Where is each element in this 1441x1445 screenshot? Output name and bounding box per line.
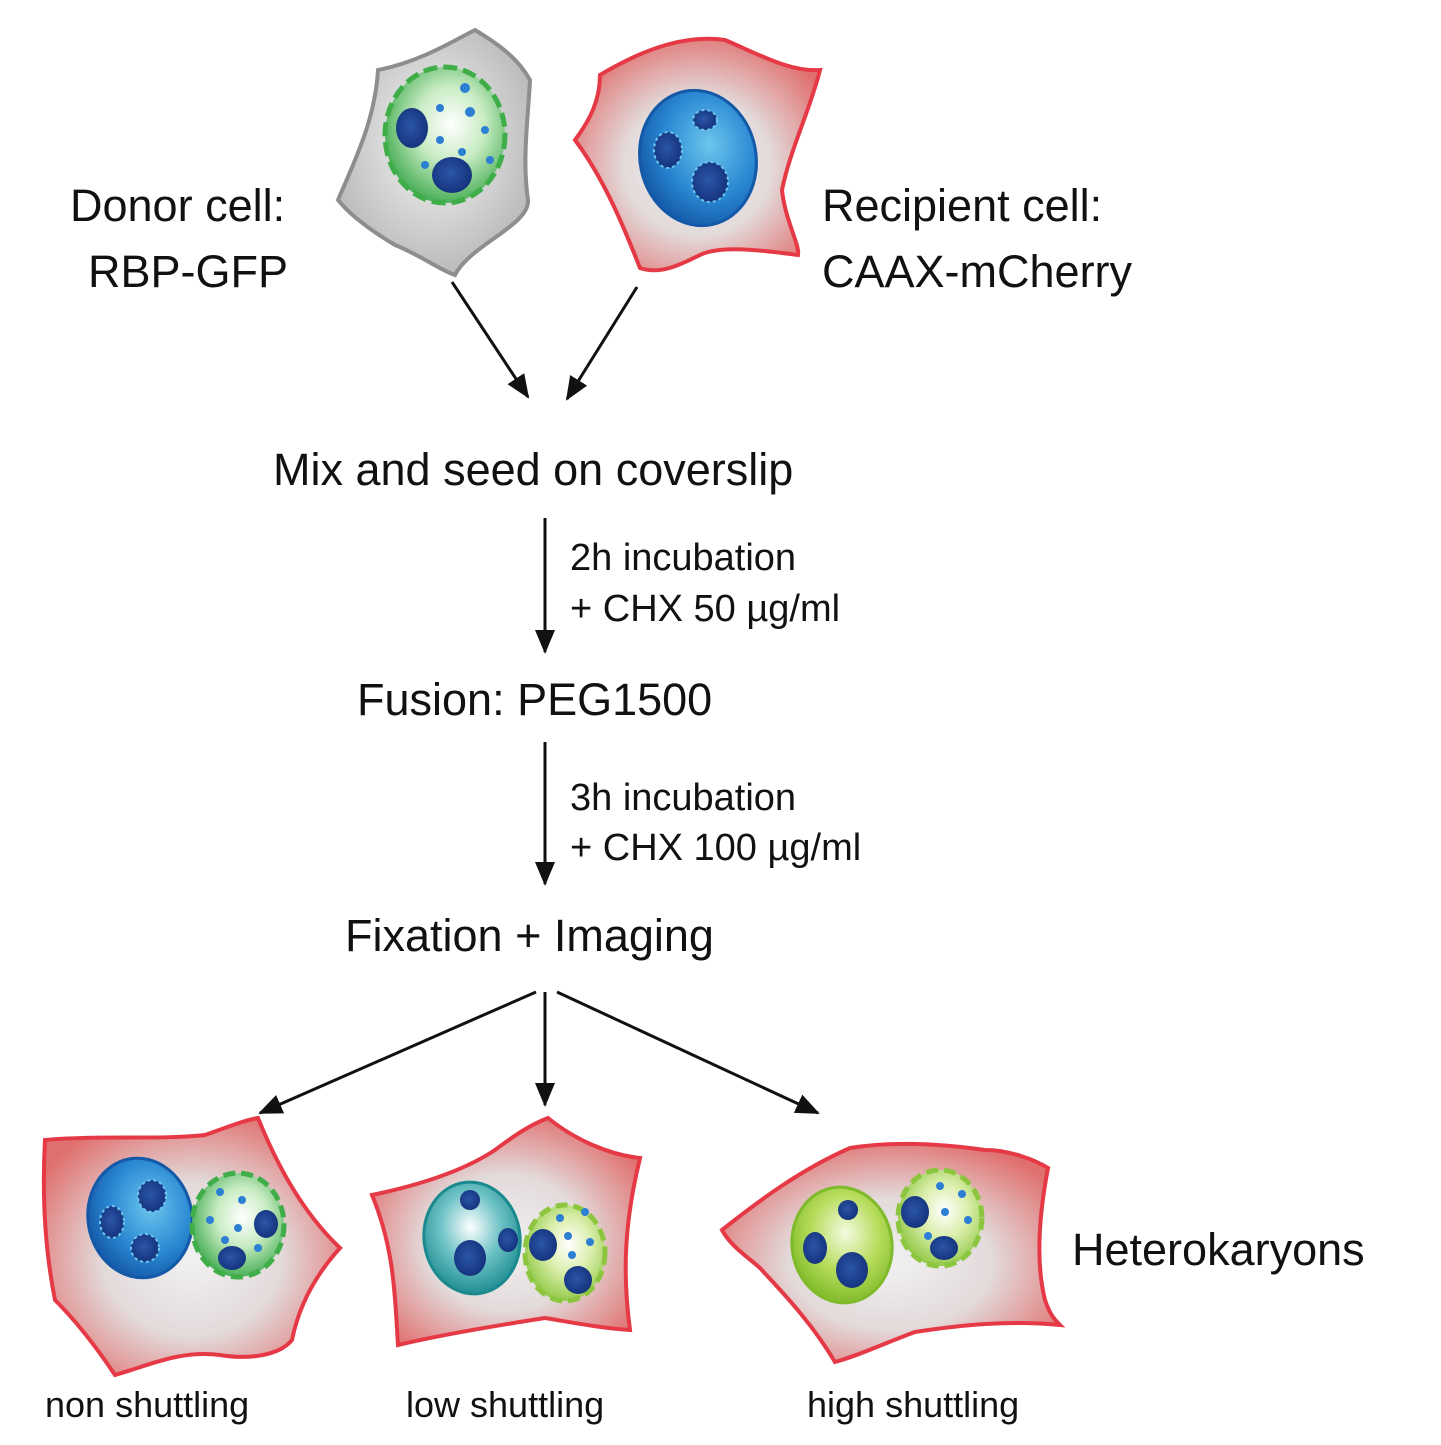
heterokaryon-non-shuttling (41, 1115, 343, 1378)
incubation1-line1: 2h incubation (570, 537, 797, 579)
fusion-step-label: Fusion: PEG1500 (357, 674, 713, 725)
incubation2-line2: + CHX 100 µg/ml (570, 827, 862, 869)
heterokaryon-high-shuttling (719, 1141, 1066, 1365)
fixation-step-label: Fixation + Imaging (345, 910, 714, 961)
recipient-label-line1: Recipient cell: (822, 180, 1103, 231)
outcome-low-shuttling: low shuttling (406, 1384, 605, 1425)
heterokaryons-label: Heterokaryons (1072, 1224, 1365, 1275)
incubation1-line2: + CHX 50 µg/ml (570, 588, 841, 630)
donor-label-line1: Donor cell: (70, 180, 286, 231)
recipient-label-line2: CAAX-mCherry (822, 246, 1133, 297)
donor-label-line2: RBP-GFP (88, 246, 289, 297)
outcome-high-shuttling: high shuttling (807, 1384, 1020, 1425)
heterokaryon-low-shuttling (369, 1115, 643, 1348)
mix-step-label: Mix and seed on coverslip (273, 444, 794, 495)
recipient-arrow (565, 286, 639, 401)
donor-arrow (450, 281, 530, 399)
recipient-cell (572, 36, 823, 273)
outcome-non-shuttling: non shuttling (45, 1384, 250, 1425)
arrow-to-non-shuttling (258, 990, 537, 1115)
incubation2-line1: 3h incubation (570, 777, 797, 819)
donor-cell (335, 27, 533, 278)
arrow-to-high-shuttling (556, 990, 820, 1115)
